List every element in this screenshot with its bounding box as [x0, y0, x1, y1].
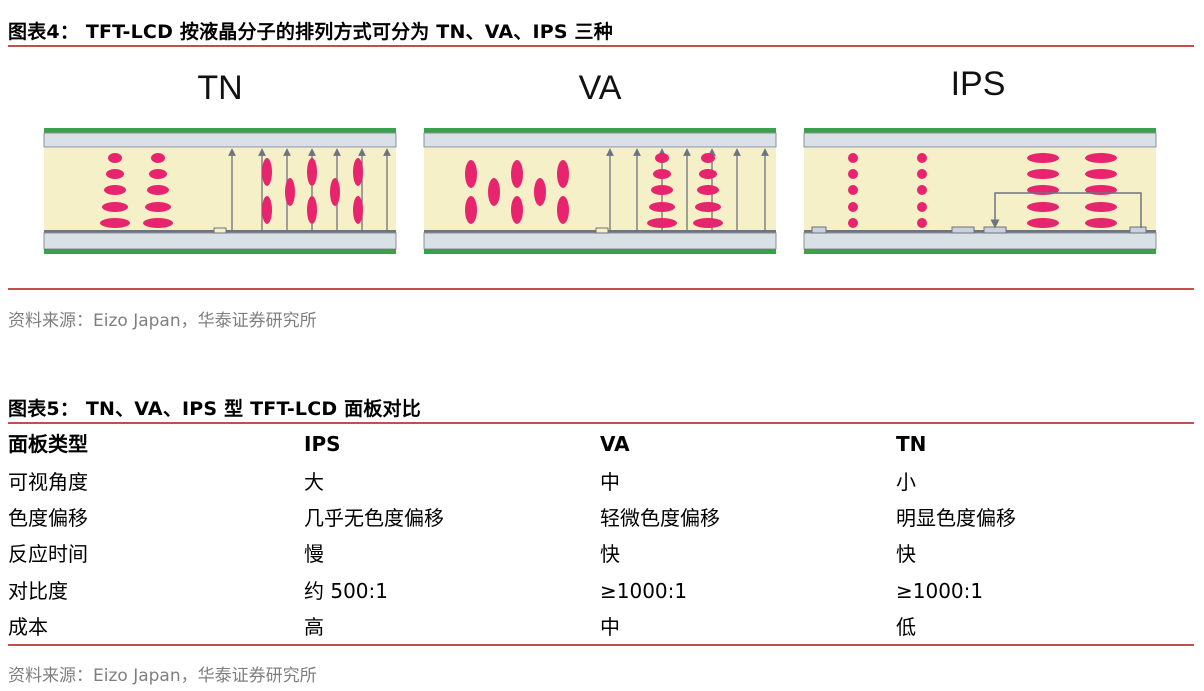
table-cell: 中 — [600, 470, 620, 494]
panel-label-ips: IPS — [951, 65, 1006, 103]
table-cell: 明显色度偏移 — [896, 506, 1016, 530]
table-row: 成本 高 中 低 — [8, 609, 1194, 645]
table-row: 色度偏移 几乎无色度偏移 轻微色度偏移 明显色度偏移 — [8, 500, 1194, 536]
figure4-caption-divider — [8, 45, 1194, 47]
table-cell: 中 — [600, 615, 620, 639]
table-cell: ≥1000:1 — [896, 579, 984, 603]
table-row: 反应时间 慢 快 快 — [8, 536, 1194, 572]
row-label: 反应时间 — [8, 542, 88, 566]
table-cell: 慢 — [304, 542, 324, 566]
header-cell-tn: TN — [896, 432, 927, 456]
figure5-source: 资料来源：Eizo Japan，华泰证券研究所 — [8, 666, 317, 686]
table-row: 对比度 约 500:1 ≥1000:1 ≥1000:1 — [8, 573, 1194, 609]
figure4-source: 资料来源：Eizo Japan，华泰证券研究所 — [8, 311, 317, 331]
figure5-bottom-divider — [8, 644, 1194, 646]
table-cell: 轻微色度偏移 — [600, 506, 720, 530]
header-cell-ips: IPS — [304, 432, 341, 456]
table-cell: 大 — [304, 470, 324, 494]
table-cell: 几乎无色度偏移 — [304, 506, 444, 530]
row-label: 成本 — [8, 615, 48, 639]
table-cell: 低 — [896, 615, 916, 639]
row-label: 对比度 — [8, 579, 68, 603]
tn-panel — [43, 128, 397, 254]
table-row: 可视角度 大 中 小 — [8, 464, 1194, 500]
table-cell: 高 — [304, 615, 324, 639]
table-header-row: 面板类型 IPS VA TN — [8, 426, 1194, 462]
row-label: 色度偏移 — [8, 506, 88, 530]
header-cell-va: VA — [600, 432, 630, 456]
table-cell: 快 — [896, 542, 916, 566]
va-panel — [423, 128, 777, 254]
table-cell: 快 — [600, 542, 620, 566]
table-cell: 小 — [896, 470, 916, 494]
table-cell: ≥1000:1 — [600, 579, 688, 603]
figure4-bottom-divider — [8, 288, 1194, 290]
panel-label-va: VA — [579, 69, 622, 107]
panel-label-tn: TN — [197, 69, 242, 107]
figure5-caption: 图表5： TN、VA、IPS 型 TFT-LCD 面板对比 — [8, 398, 421, 420]
figure5-caption-divider — [8, 422, 1194, 424]
header-cell-type: 面板类型 — [8, 432, 88, 456]
table-cell: 约 500:1 — [304, 579, 388, 603]
figure4-caption: 图表4： TFT-LCD 按液晶分子的排列方式可分为 TN、VA、IPS 三种 — [8, 21, 613, 43]
ips-panel — [803, 128, 1157, 254]
row-label: 可视角度 — [8, 470, 88, 494]
lcd-arrangement-diagram: TN VA IPS — [43, 65, 1157, 254]
